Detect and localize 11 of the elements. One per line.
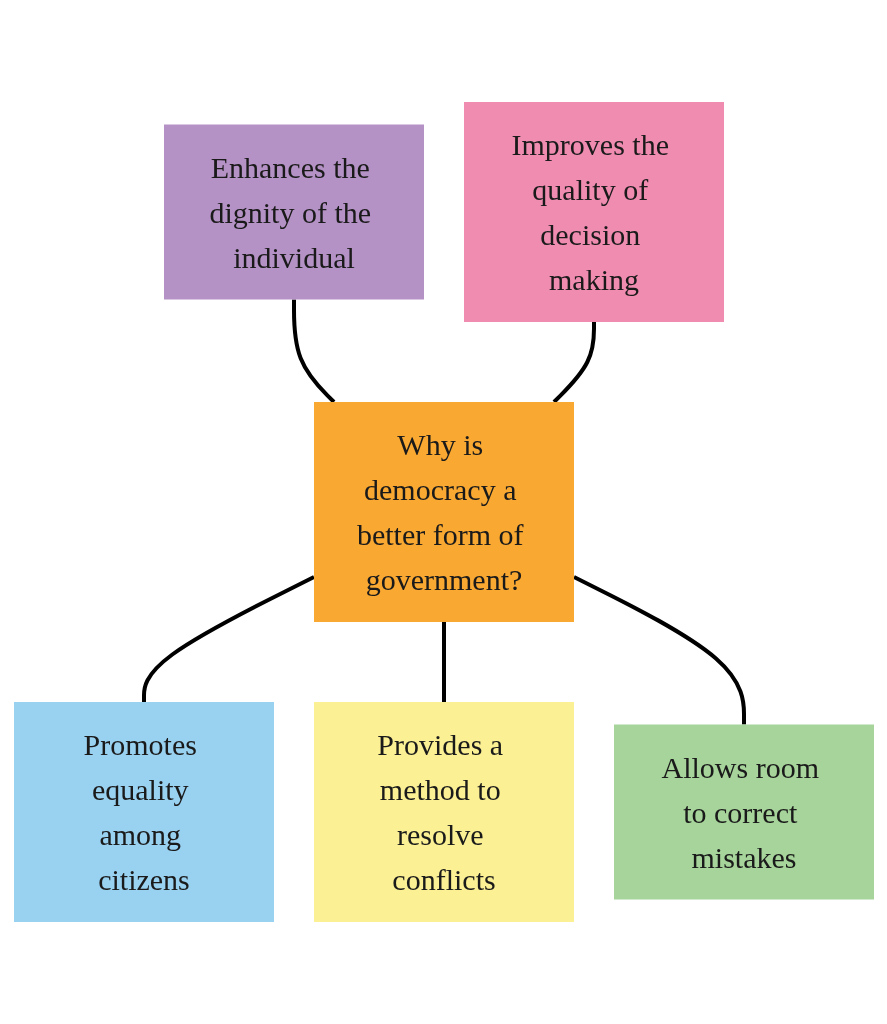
connector (291, 299, 335, 404)
connector (441, 622, 446, 702)
node-box: Promotes equality among citizens (13, 702, 274, 922)
node-box: Allows room to correct mistakes (613, 724, 874, 900)
connector (552, 322, 596, 404)
node-box: Provides a method to resolve conflicts (313, 702, 574, 922)
connector (141, 575, 315, 702)
node-box: Enhances the dignity of the individual (163, 124, 424, 300)
node-box: Why is democracy a better form of government? (313, 402, 574, 622)
connector (572, 575, 746, 725)
node-box: Improves the quality of decision making (463, 102, 724, 322)
